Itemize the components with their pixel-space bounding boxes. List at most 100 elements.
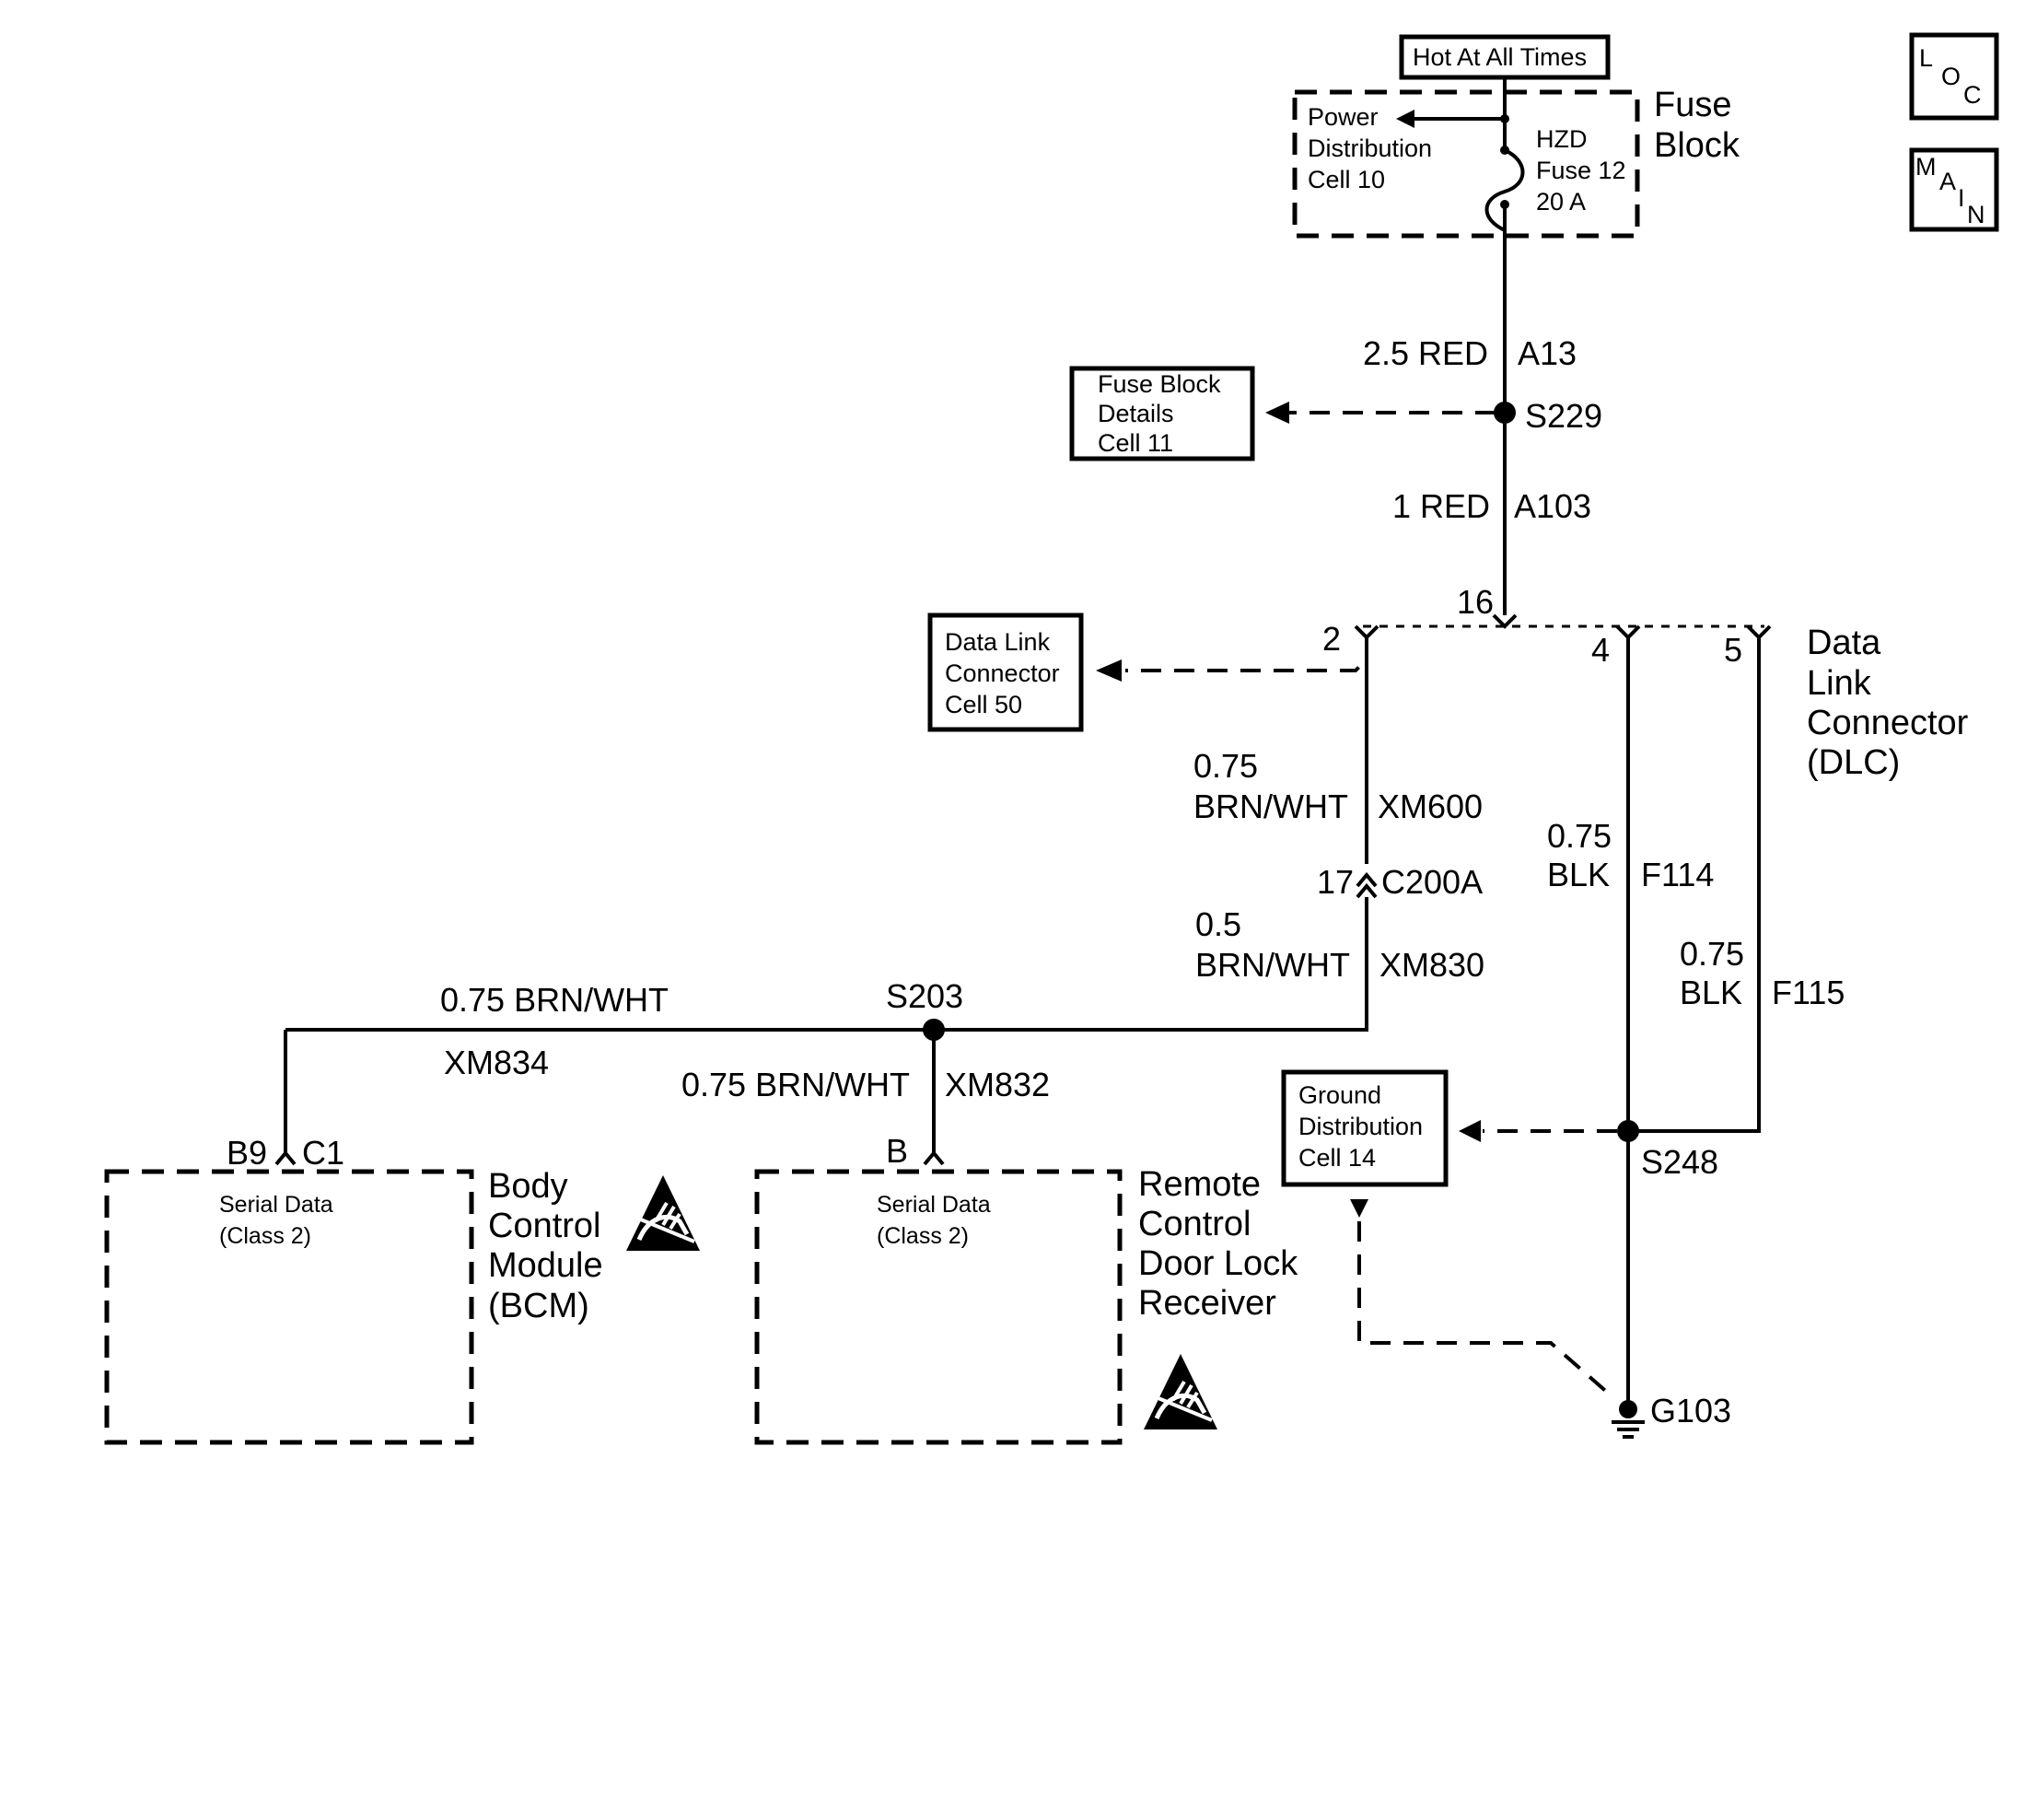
a13-circuit-label: A13 — [1518, 334, 1577, 372]
s203-label: S203 — [886, 977, 963, 1015]
rcdlr-serial-line-1: Serial Data — [877, 1192, 991, 1218]
f114-gauge-2: BLK — [1547, 856, 1610, 893]
s229-ref-arrowhead — [1265, 402, 1289, 424]
dlc-pin-4-label: 4 — [1591, 631, 1610, 669]
a13-gauge-label: 2.5 RED — [1363, 334, 1488, 372]
main-letter-m: M — [1915, 153, 1937, 181]
s248-ref-arrowhead — [1459, 1120, 1481, 1142]
bcm-title-3: Module — [488, 1246, 603, 1285]
bcm-connector-symbol — [274, 1149, 297, 1166]
main-letter-a: A — [1939, 168, 1956, 195]
loc-button[interactable]: L O C — [1909, 32, 1999, 121]
dlc-ref-line-1: Data Link — [945, 628, 1051, 656]
c200a-connector-symbol — [1356, 871, 1378, 899]
dlc-title-3: Connector — [1807, 704, 1969, 742]
wire-f115 — [1628, 637, 1761, 1133]
rcdlr-esd-warning-icon — [1144, 1354, 1217, 1429]
f115-gauge-2: BLK — [1680, 974, 1742, 1011]
xm834-circuit-label: XM834 — [444, 1044, 549, 1081]
data-link-connector-ref-box — [927, 612, 1084, 732]
bcm-serial-line-2: (Class 2) — [219, 1223, 311, 1249]
xm830-gauge-2: BRN/WHT — [1195, 946, 1350, 984]
hzd-fuse-12-symbol — [1484, 148, 1525, 232]
loc-button-frame — [1909, 32, 1999, 121]
s229-label: S229 — [1525, 397, 1602, 435]
ground-g103-dot — [1619, 1400, 1637, 1418]
ground-distribution-line-2: Distribution — [1298, 1113, 1423, 1140]
g103-ref-arrowhead — [1350, 1199, 1368, 1218]
dlc-title-1: Data — [1807, 624, 1881, 662]
data-link-connector-link[interactable]: Data Link Connector Cell 50 — [927, 612, 1084, 732]
a103-gauge-label: 1 RED — [1392, 487, 1490, 525]
rcdlr-title-2: Control — [1138, 1205, 1251, 1243]
ground-distribution-line-1: Ground — [1298, 1081, 1381, 1109]
main-letter-n: N — [1967, 201, 1985, 228]
xm600-circuit-label: XM600 — [1378, 788, 1483, 825]
fuse-block-details-line-1: Fuse Block — [1098, 370, 1221, 398]
main-button-frame — [1909, 147, 1999, 232]
rcdlr-title-3: Door Lock — [1138, 1244, 1298, 1283]
bcm-title-1: Body — [488, 1167, 568, 1206]
fuse-label-1: HZD — [1536, 125, 1588, 153]
bcm-title-4: (BCM) — [488, 1287, 589, 1325]
power-distribution-line-2: Distribution — [1308, 134, 1432, 162]
xm600-gauge-1: 0.75 — [1193, 747, 1258, 785]
dlc-ref-line-2: Connector — [945, 659, 1060, 687]
power-distribution-link[interactable]: Power Distribution Cell 10 — [1308, 103, 1432, 193]
xm830-gauge-1: 0.5 — [1195, 905, 1241, 943]
xm830-circuit-label: XM830 — [1379, 946, 1484, 984]
fuse-block-title-2: Block — [1654, 126, 1740, 165]
xm832-gauge-label: 0.75 BRN/WHT — [681, 1066, 910, 1103]
hot-at-all-times-label: Hot At All Times — [1413, 43, 1587, 71]
fuse-block-details-line-3: Cell 11 — [1098, 429, 1173, 457]
f115-circuit-label: F115 — [1772, 974, 1845, 1011]
ground-distribution-link[interactable]: Ground Distribution Cell 14 — [1281, 1069, 1449, 1187]
bcm-serial-line-1: Serial Data — [219, 1192, 333, 1218]
rcdlr-serial-line-2: (Class 2) — [877, 1223, 969, 1249]
dlc-ref-arrowhead — [1096, 659, 1122, 682]
f115-gauge-1: 0.75 — [1680, 935, 1744, 973]
bcm-esd-warning-icon — [626, 1175, 700, 1251]
loc-letter-l: L — [1919, 44, 1933, 72]
bcm-pin-label: B9 — [227, 1134, 267, 1172]
rcdlr-pin-label: B — [886, 1132, 908, 1170]
fuse-block-details-box — [1069, 366, 1255, 461]
dlc-pin-16-terminal — [1492, 613, 1518, 629]
loc-letter-c: C — [1963, 81, 1982, 109]
fuse-block-details-link[interactable]: Fuse Block Details Cell 11 — [1069, 366, 1255, 461]
power-distribution-line-3: Cell 10 — [1308, 166, 1385, 193]
xm832-circuit-label: XM832 — [945, 1066, 1050, 1103]
f114-gauge-1: 0.75 — [1547, 817, 1612, 855]
dlc-title-2: Link — [1807, 664, 1872, 703]
fuse-label-2: Fuse 12 — [1536, 157, 1626, 184]
power-distribution-arrowhead — [1396, 110, 1414, 128]
g103-label: G103 — [1650, 1392, 1731, 1429]
rcdlr-title-4: Receiver — [1138, 1284, 1276, 1323]
bcm-outline — [104, 1169, 474, 1445]
bcm-connector-label: C1 — [302, 1134, 344, 1172]
splice-s248 — [1617, 1120, 1639, 1142]
s248-label: S248 — [1641, 1143, 1718, 1181]
dlc-title-4: (DLC) — [1807, 743, 1900, 782]
main-letter-i: I — [1958, 184, 1965, 212]
dlc-pin-5-terminal — [1746, 624, 1772, 640]
xm834-gauge-label: 0.75 BRN/WHT — [440, 981, 669, 1019]
ground-distribution-box — [1281, 1069, 1449, 1187]
rcdlr-connector-symbol — [923, 1149, 945, 1166]
splice-s229 — [1494, 402, 1516, 424]
fuse-block-title-1: Fuse — [1654, 86, 1731, 124]
fuse-block-details-line-2: Details — [1098, 400, 1174, 427]
f114-circuit-label: F114 — [1641, 856, 1714, 893]
dlc-pin-2-terminal — [1354, 624, 1379, 640]
rcdlr-outline — [754, 1169, 1123, 1445]
a103-circuit-label: A103 — [1514, 487, 1591, 525]
main-button[interactable]: M A I N — [1909, 147, 1999, 232]
c200a-pin-label: 17 — [1317, 863, 1354, 901]
g103-ref-leader — [1357, 1221, 1612, 1396]
rcdlr-title-1: Remote — [1138, 1165, 1261, 1204]
dlc-pin-4-terminal — [1615, 624, 1641, 640]
dlc-ref-line-3: Cell 50 — [945, 691, 1022, 718]
loc-letter-o: O — [1941, 63, 1961, 90]
c200a-label: C200A — [1381, 863, 1483, 901]
